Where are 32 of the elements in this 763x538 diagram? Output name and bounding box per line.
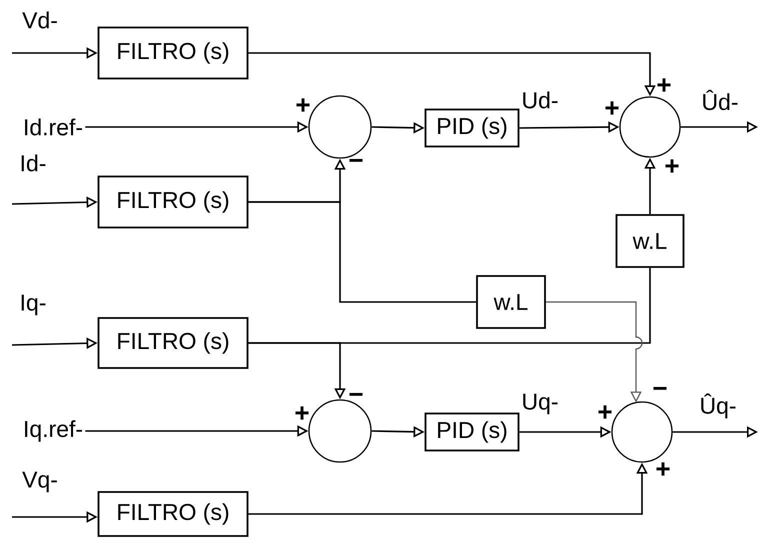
- input-label: Iq.ref-: [25, 420, 82, 442]
- summing-junction: [611, 401, 673, 463]
- sign-label: +: [606, 101, 619, 115]
- input-label: Id.ref-: [25, 118, 82, 136]
- signal-label: Id-: [18, 154, 48, 172]
- signal-label: Ud-: [520, 90, 560, 110]
- block-box: PID (s): [424, 108, 520, 148]
- signal-label: Ûd-: [700, 88, 740, 112]
- signal-label: Vq-: [21, 470, 59, 494]
- block-box: w.L: [476, 275, 546, 329]
- sign-label: +: [666, 159, 679, 173]
- sign-label: +: [296, 98, 310, 112]
- block-box: FILTRO (s): [98, 176, 248, 228]
- signal-label: Uq-: [520, 392, 560, 416]
- signal-label: Vd-: [21, 10, 59, 30]
- signal-label: Iq-: [18, 294, 48, 316]
- summing-junction: [308, 399, 372, 463]
- block-box: w.L: [616, 214, 684, 268]
- block-box: FILTRO (s): [98, 491, 248, 537]
- sign-label: −: [654, 386, 667, 390]
- sign-label: −: [350, 392, 363, 396]
- block-box: FILTRO (s): [98, 317, 248, 369]
- signal-label: Ûq-: [698, 392, 738, 420]
- sign-label: +: [598, 405, 612, 419]
- summing-junction: [619, 96, 681, 158]
- sign-label: +: [656, 462, 670, 476]
- summing-junction: [308, 95, 372, 159]
- sign-label: −: [350, 158, 363, 162]
- sign-label: +: [658, 78, 671, 92]
- sign-label: +: [296, 406, 309, 420]
- block-box: FILTRO (s): [98, 26, 248, 80]
- block-box: PID (s): [424, 412, 520, 452]
